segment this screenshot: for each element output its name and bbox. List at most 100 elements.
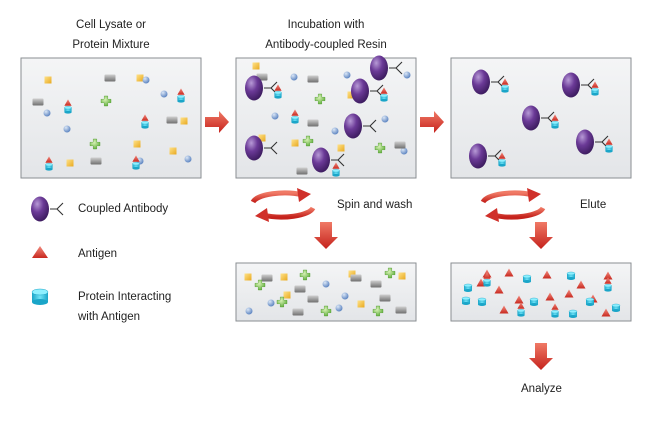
antigen-triangle	[604, 277, 612, 284]
legend-label-antibody: Coupled Antibody	[78, 203, 169, 215]
antigen-protein-complex	[551, 114, 559, 129]
gray-block-protein	[261, 274, 273, 282]
coupled-antibody	[576, 129, 613, 155]
interacting-protein-cylinder	[45, 163, 53, 171]
green-cross-protein	[372, 305, 384, 317]
gray-block-protein	[32, 98, 44, 106]
antigen-triangle	[141, 114, 149, 121]
spin-arrows-elute	[480, 188, 546, 222]
interacting-protein-cylinder	[463, 283, 473, 292]
antigen-triangle	[545, 292, 555, 301]
yellow-square-protein	[66, 159, 74, 167]
panel-title-incubation-line2: Antibody-coupled Resin	[265, 39, 387, 51]
antigen-protein-complex	[501, 78, 509, 93]
interacting-protein-cylinder	[380, 94, 388, 102]
antigen-triangle	[501, 78, 509, 85]
interacting-protein-cylinder	[141, 121, 149, 129]
antigen-triangle	[551, 303, 559, 310]
step-label-elute: Elute	[580, 199, 607, 211]
coupled-antibody	[351, 78, 388, 104]
antigen-protein-complex	[291, 109, 299, 124]
step-label-analyze: Analyze	[521, 383, 562, 395]
interacting-protein-cylinder	[291, 116, 299, 124]
antigen-protein-complex	[605, 138, 613, 153]
blue-circle-protein	[271, 112, 279, 120]
yellow-square-protein	[258, 134, 266, 142]
antigen-protein-complex	[380, 87, 388, 102]
interacting-protein-cylinder	[177, 95, 185, 103]
interacting-protein-cylinder	[566, 271, 576, 280]
antigen-protein-complex	[274, 84, 282, 99]
yellow-square-protein	[347, 91, 355, 99]
interacting-protein-cylinder	[522, 274, 532, 283]
coupled-antibody	[344, 113, 377, 139]
interacting-protein-cylinder	[591, 88, 599, 96]
antigen-triangle	[132, 155, 140, 162]
antigen-triangle	[476, 278, 486, 287]
legend-antigen-icon	[32, 246, 48, 258]
antigen-triangle	[45, 156, 53, 163]
interacting-protein-cylinder	[611, 303, 621, 312]
green-cross-protein	[320, 305, 332, 317]
antigen-protein-complex	[141, 114, 149, 129]
antigen-protein-complex	[483, 272, 491, 287]
interacting-protein-cylinder	[498, 159, 506, 167]
legend-label-protein-line2: with Antigen	[78, 311, 141, 323]
blue-circle-protein	[184, 155, 192, 163]
green-cross-protein	[314, 93, 326, 105]
blue-circle-protein	[63, 125, 71, 133]
blue-circle-protein	[403, 71, 411, 79]
yellow-square-protein	[280, 273, 288, 281]
green-cross-protein	[100, 95, 112, 107]
panel-title-lysate-line2: Protein Mixture	[72, 39, 150, 51]
interacting-protein-cylinder	[605, 145, 613, 153]
blue-circle-protein	[322, 280, 330, 288]
green-cross-protein	[276, 296, 288, 308]
gray-block-protein	[350, 274, 362, 282]
arrow-down-analyze	[529, 343, 553, 370]
interacting-protein-cylinder	[529, 297, 539, 306]
interacting-protein-cylinder	[501, 85, 509, 93]
interacting-protein-cylinder	[483, 279, 491, 287]
antigen-triangle	[274, 84, 282, 91]
antigen-triangle	[380, 87, 388, 94]
panel-title-lysate-line1: Cell Lysate or	[76, 19, 146, 31]
blue-circle-protein	[43, 109, 51, 117]
antigen-protein-complex	[64, 99, 72, 114]
yellow-square-protein	[252, 62, 260, 70]
interacting-protein-cylinder	[461, 296, 471, 305]
blue-circle-protein	[267, 299, 275, 307]
antigen-protein-complex	[132, 155, 140, 170]
antigen-protein-complex	[517, 302, 525, 317]
legend-icons	[31, 196, 64, 305]
antigen-triangle	[564, 289, 574, 298]
gray-block-protein	[394, 141, 406, 149]
antigen-protein-complex	[551, 303, 559, 318]
legend-protein-icon	[31, 288, 49, 305]
arrow-down-wash	[314, 222, 338, 249]
panel-title-incubation-line1: Incubation with	[287, 19, 365, 31]
arrow-right-1	[205, 111, 229, 133]
spin-arrows-wash	[250, 188, 316, 222]
green-cross-protein	[374, 142, 386, 154]
antigen-triangle	[542, 270, 552, 279]
yellow-square-protein	[136, 74, 144, 82]
coupled-antibody	[469, 143, 506, 169]
gray-block-protein	[296, 167, 308, 175]
antigen-protein-complex	[177, 88, 185, 103]
legend-antibody-icon	[31, 196, 64, 222]
antigen-triangle	[514, 295, 524, 304]
coupled-antibody	[370, 55, 403, 81]
blue-circle-protein	[290, 73, 298, 81]
step-label-spin-wash: Spin and wash	[337, 199, 413, 211]
antigen-triangle	[601, 308, 611, 317]
panel-title-incubation: Incubation with Antibody-coupled Resin	[226, 17, 426, 53]
antigen-triangle	[603, 271, 613, 280]
interacting-protein-cylinder	[551, 121, 559, 129]
antigen-triangle	[64, 99, 72, 106]
yellow-square-protein	[244, 273, 252, 281]
yellow-square-protein	[180, 117, 188, 125]
interacting-protein-cylinder	[604, 284, 612, 292]
green-cross-protein	[89, 138, 101, 150]
legend-label-antigen: Antigen	[78, 248, 118, 260]
